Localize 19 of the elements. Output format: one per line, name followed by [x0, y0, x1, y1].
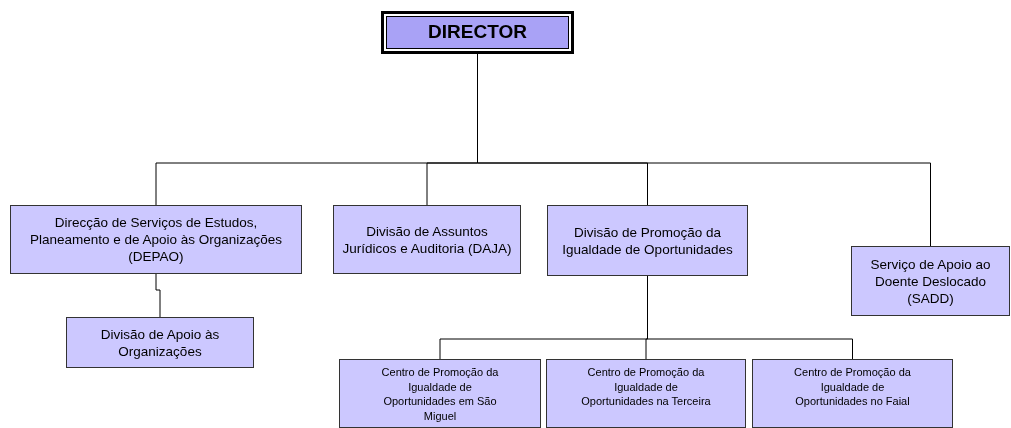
- unit-box: [547, 205, 748, 276]
- unit-box: [752, 359, 953, 428]
- unit-box: [339, 359, 541, 428]
- unit-name: Centro de Promoção da Igualdade de Oportunidades em São Miguel: [380, 365, 500, 423]
- unit-name: Divisão de Promoção da Igualdade de Oportunidades: [561, 223, 734, 258]
- unit-box: [66, 317, 254, 368]
- unit-name: Serviço de Apoio ao Doente Deslocado (SADD): [869, 255, 992, 307]
- connector-line: [155, 273, 161, 318]
- unit-name: Centro de Promoção da Igualdade de Oportunidades no Faial: [793, 365, 912, 409]
- unit-name: Centro de Promoção da Igualdade de Oportunidades na Terceira: [580, 365, 712, 409]
- unit-name: DIRECTOR: [428, 20, 527, 45]
- unit-box: [10, 205, 302, 274]
- unit-name: Direcção de Serviços de Estudos, Planeamento e de Apoio às Organizações (DEPAO): [28, 214, 284, 265]
- unit-name: Divisão de Apoio às Organizações: [99, 325, 221, 360]
- unit-box: [546, 359, 746, 428]
- director-box: [381, 11, 574, 54]
- unit-box: [333, 205, 521, 274]
- unit-name: Divisão de Assuntos Jurídicos e Auditoria (DAJA): [341, 222, 513, 257]
- unit-box: [851, 246, 1010, 316]
